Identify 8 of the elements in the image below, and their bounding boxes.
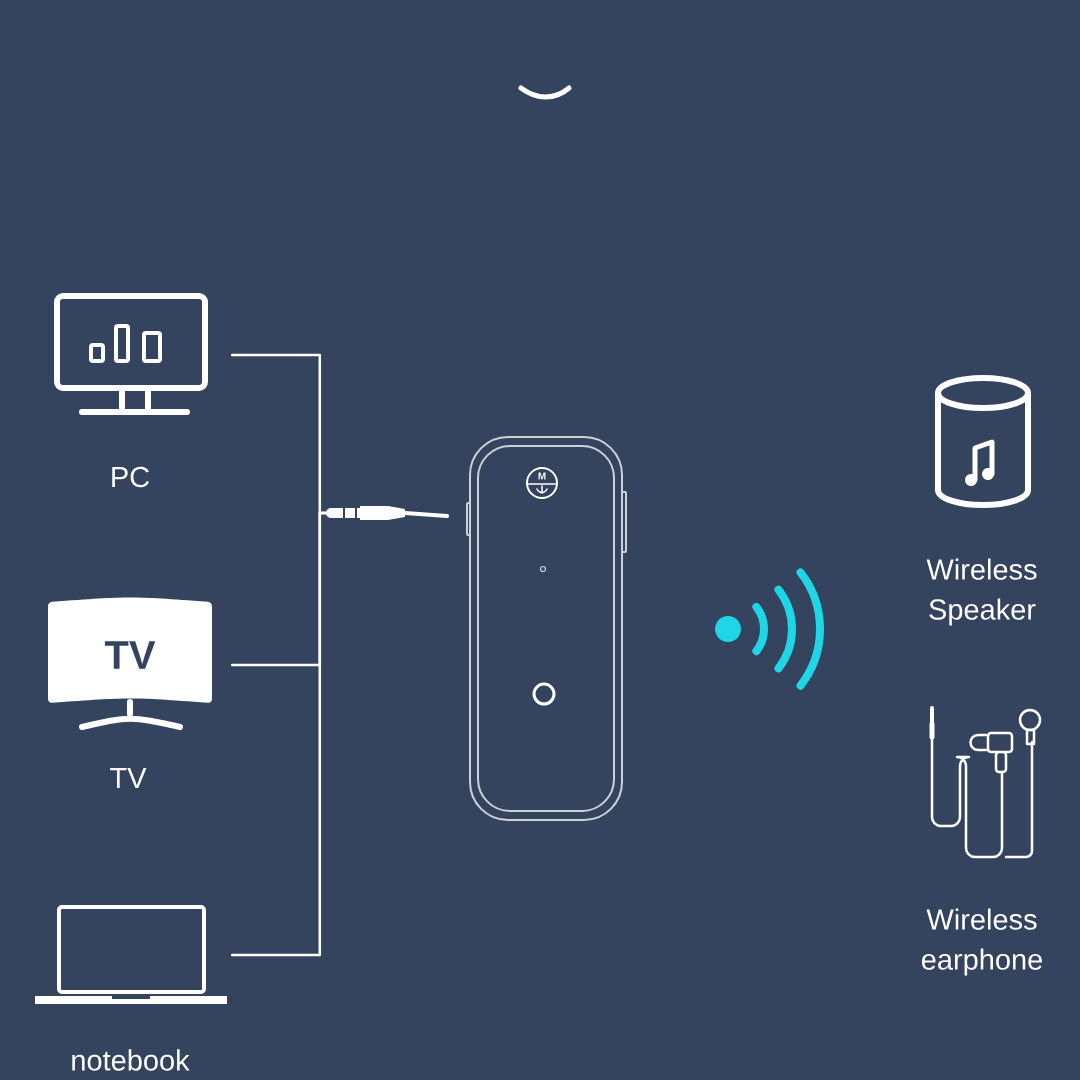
device-label: Wireless Speaker [926, 558, 1037, 626]
transmitter-drawing: M [466, 436, 627, 821]
device-label: notebook [72, 1049, 190, 1071]
device-label: Wireless earphone [921, 908, 1042, 976]
device-label: PC [112, 466, 150, 488]
device-label: TV [110, 768, 147, 788]
connector-line [230, 511, 330, 957]
audio-plug-drawing [326, 506, 449, 520]
